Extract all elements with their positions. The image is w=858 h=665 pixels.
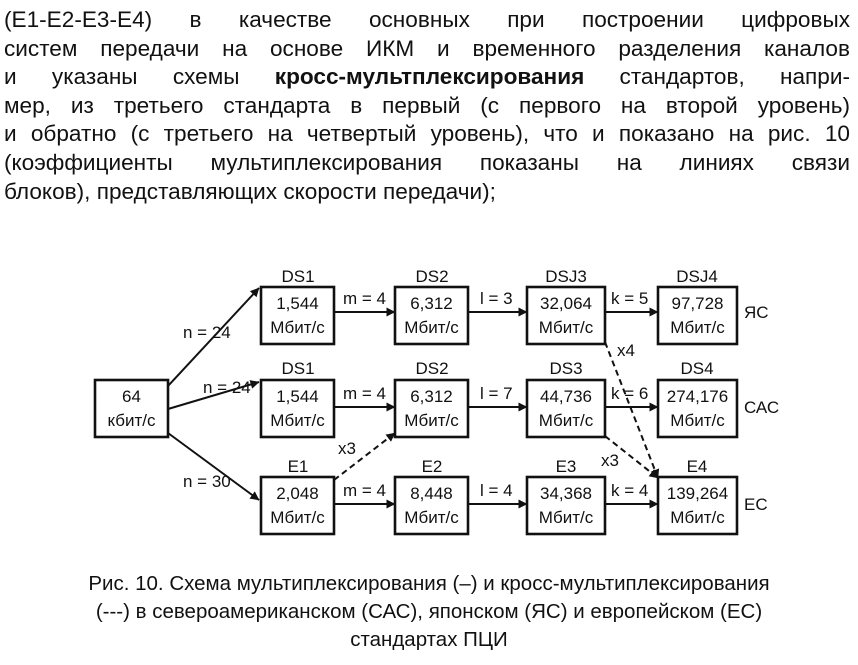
link-label: m = 4 bbox=[343, 384, 386, 403]
cross-link-label: x3 bbox=[601, 451, 619, 470]
block-value: 8,448 bbox=[410, 484, 453, 503]
row-sas: DS1 1,544 Мбит/с DS2 6,312 Мбит/с DS3 44… bbox=[259, 359, 779, 439]
block-value: 1,544 bbox=[276, 294, 319, 313]
row-ys: DS1 1,544 Мбит/с DS2 6,312 Мбит/с DSJ3 3… bbox=[259, 267, 769, 346]
multiplexing-diagram: 64 кбит/с n = 24 n = 24 n = 30 DS1 1,544… bbox=[93, 267, 779, 536]
block-value: 6,312 bbox=[410, 387, 453, 406]
block-unit: Мбит/с bbox=[670, 318, 725, 337]
block-name: E3 bbox=[556, 457, 577, 476]
block-unit: Мбит/с bbox=[670, 508, 725, 527]
block-name: E1 bbox=[288, 457, 309, 476]
block-value: 2,048 bbox=[276, 484, 319, 503]
block-name: DSJ3 bbox=[545, 267, 587, 286]
cross-link-label: x4 bbox=[617, 341, 635, 360]
link-label: k = 5 bbox=[611, 289, 648, 308]
entry-arrow bbox=[167, 287, 260, 387]
block-unit: Мбит/с bbox=[270, 318, 325, 337]
entry-arrow bbox=[167, 432, 260, 501]
block-value: 139,264 bbox=[667, 484, 728, 503]
paragraph-text: стандартов, напри- bbox=[584, 64, 851, 90]
rate-block bbox=[259, 378, 336, 439]
row-es: E1 2,048 Мбит/с E2 8,448 Мбит/с E3 34,36… bbox=[259, 457, 768, 536]
cross-link-arrow bbox=[604, 341, 660, 479]
link-label: l = 7 bbox=[480, 384, 513, 403]
rate-block bbox=[393, 378, 470, 439]
rate-block bbox=[525, 378, 607, 439]
block-value: 32,064 bbox=[540, 294, 592, 313]
block-name: DSJ4 bbox=[676, 267, 718, 286]
paragraph-line: систем передачи на основе ИКМ и временно… bbox=[4, 35, 850, 61]
block-unit: Мбит/с bbox=[404, 508, 459, 527]
link-label: m = 4 bbox=[343, 289, 386, 308]
block-value: 274,176 bbox=[667, 387, 728, 406]
paragraph-line: мер, из третьего стандарта в первый (с п… bbox=[4, 92, 850, 118]
block-value: 44,736 bbox=[540, 387, 592, 406]
source-unit: кбит/с bbox=[107, 411, 156, 430]
rate-block bbox=[656, 285, 739, 346]
block-unit: Мбит/с bbox=[539, 508, 594, 527]
block-name: DS2 bbox=[415, 267, 448, 286]
block-value: 97,728 bbox=[672, 294, 724, 313]
paragraph-line: и обратно (с третьего на четвертый урове… bbox=[4, 121, 850, 147]
bold-term: кросс-мультплексирования bbox=[274, 64, 585, 90]
link-label: l = 4 bbox=[480, 481, 513, 500]
paragraph-text: и указаны схемы bbox=[4, 64, 275, 90]
block-name: E2 bbox=[422, 457, 443, 476]
block-value: 34,368 bbox=[540, 484, 592, 503]
cross-link-arrow bbox=[604, 435, 659, 479]
figure-caption-line: стандартах ПЦИ bbox=[350, 628, 508, 651]
rate-block bbox=[259, 285, 336, 346]
link-label: m = 4 bbox=[343, 481, 386, 500]
cross-link-label: x3 bbox=[338, 439, 356, 458]
block-name: DS4 bbox=[680, 359, 713, 378]
rate-block bbox=[656, 378, 739, 439]
body-paragraph: (E1-E2-E3-E4) в качестве основных при по… bbox=[4, 6, 850, 206]
source-block: 64 кбит/с bbox=[93, 378, 170, 439]
entry-label: n = 24 bbox=[183, 323, 231, 342]
rate-block bbox=[525, 475, 607, 536]
paragraph-line: и указаны схемы кросс-мультплексирования… bbox=[4, 63, 850, 92]
block-name: DS1 bbox=[281, 267, 314, 286]
source-value: 64 bbox=[122, 387, 141, 406]
paragraph-line: блоков), представляющих скорости передач… bbox=[4, 178, 496, 204]
block-name: E4 bbox=[687, 457, 708, 476]
block-unit: Мбит/с bbox=[404, 318, 459, 337]
block-name: DS1 bbox=[281, 359, 314, 378]
entry-label: n = 30 bbox=[183, 472, 231, 491]
block-value: 6,312 bbox=[410, 294, 453, 313]
link-label: k = 6 bbox=[611, 384, 648, 403]
block-unit: Мбит/с bbox=[270, 411, 325, 430]
rate-block bbox=[525, 285, 607, 346]
block-unit: Мбит/с bbox=[539, 411, 594, 430]
figure-caption-line: (---) в североамериканском (САС), японск… bbox=[95, 600, 763, 623]
entry-arrow bbox=[167, 380, 260, 410]
paragraph-line: (E1-E2-E3-E4) в качестве основных при по… bbox=[4, 7, 850, 32]
rate-block bbox=[393, 285, 470, 346]
block-name: DS2 bbox=[415, 359, 448, 378]
cross-link-arrow bbox=[333, 432, 396, 481]
link-label: k = 4 bbox=[611, 481, 648, 500]
block-unit: Мбит/с bbox=[270, 508, 325, 527]
block-value: 1,544 bbox=[276, 387, 319, 406]
block-unit: Мбит/с bbox=[404, 411, 459, 430]
block-name: DS3 bbox=[549, 359, 582, 378]
standard-label: ЯС bbox=[744, 303, 769, 322]
standard-label: САС bbox=[744, 398, 779, 417]
entry-label: n = 24 bbox=[203, 378, 251, 397]
rate-block bbox=[259, 475, 336, 536]
link-label: l = 3 bbox=[480, 289, 513, 308]
paragraph-line: (коэффициенты мультиплексирования показа… bbox=[4, 149, 850, 175]
block-unit: Мбит/с bbox=[539, 318, 594, 337]
standard-label: ЕС bbox=[744, 495, 768, 514]
figure-caption-line: Рис. 10. Схема мультиплексирования (–) и… bbox=[88, 572, 770, 595]
block-unit: Мбит/с bbox=[670, 411, 725, 430]
